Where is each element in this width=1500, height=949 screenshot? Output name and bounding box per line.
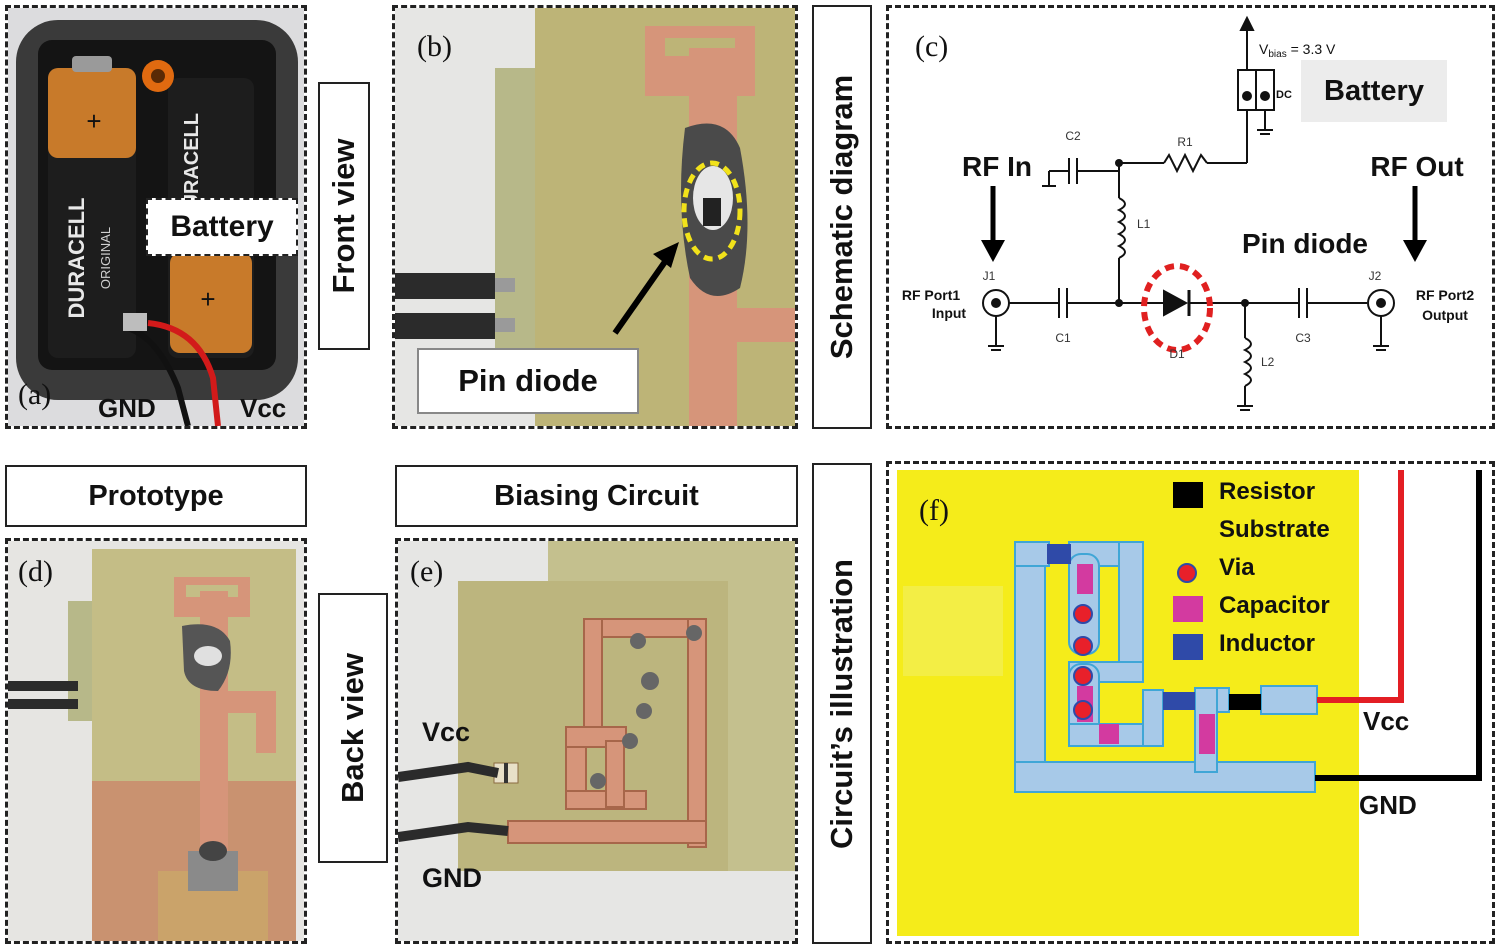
legend-resistor: Resistor (1219, 478, 1316, 505)
pin-diode-label-c: Pin diode (1242, 228, 1368, 259)
svg-text:RF Port2: RF Port2 (1416, 287, 1475, 303)
panel-e-tag: (e) (410, 555, 444, 588)
legend-substrate: Substrate (1219, 516, 1330, 543)
rf-in-label: RF In (962, 151, 1032, 182)
svg-text:DURACELL: DURACELL (181, 113, 203, 223)
label-back-view-text: Back view (335, 653, 370, 803)
panel-f-tag: (f) (919, 494, 949, 527)
vcc-label-e: Vcc (422, 717, 471, 747)
svg-text:+: + (200, 284, 215, 314)
battery-label-box: Battery (146, 198, 298, 256)
vcc-label-a: Vcc (240, 393, 287, 423)
svg-text:R1: R1 (1177, 135, 1193, 149)
battery-label-c: Battery (1324, 75, 1424, 107)
prototype-photo-graphic (8, 541, 304, 941)
pin-diode-label-box-b: Pin diode (417, 348, 639, 414)
panel-b-front-view-photo: Pin diode (b) (392, 5, 798, 429)
label-schematic: Schematic diagram (812, 5, 872, 429)
svg-text:DC: DC (1276, 89, 1292, 101)
svg-text:+: + (86, 106, 101, 136)
svg-text:C2: C2 (1065, 129, 1081, 143)
label-back-view: Back view (318, 593, 388, 863)
circuit-illustration-graphic (889, 464, 1492, 941)
panel-e-back-view-photo: Vcc GND (e) (395, 538, 798, 944)
svg-text:C1: C1 (1055, 331, 1071, 345)
panel-f-circuit-illustration: Resistor Substrate Via Capacitor Inducto… (886, 461, 1495, 944)
legend-capacitor: Capacitor (1219, 592, 1330, 619)
svg-text:RF Port1: RF Port1 (902, 287, 961, 303)
legend-inductor: Inductor (1219, 630, 1315, 657)
label-biasing-circuit: Biasing Circuit (395, 465, 798, 527)
label-front-view-text: Front view (326, 138, 361, 294)
svg-text:J1: J1 (983, 269, 996, 283)
label-schematic-text: Schematic diagram (824, 74, 859, 360)
panel-a-tag: (a) (18, 378, 52, 411)
svg-text:L1: L1 (1137, 217, 1151, 231)
battery-brand-text: DURACELL (64, 198, 89, 319)
gnd-label-f: GND (1359, 790, 1417, 820)
svg-text:L2: L2 (1261, 355, 1275, 369)
svg-text:Vbias = 3.3 V: Vbias = 3.3 V (1259, 41, 1336, 60)
label-circuit-illustration-text: Circuit’s illustration (824, 558, 859, 849)
back-view-photo-graphic (398, 541, 795, 941)
panel-c-tag: (c) (915, 30, 949, 63)
battery-model-text: ORIGINAL (98, 227, 113, 289)
svg-text:D1: D1 (1169, 347, 1185, 361)
schematic-graphic: Vbias = 3.3 V DC Battery RF In RF Out Pi… (902, 15, 1475, 411)
panel-d-prototype: (d) (5, 538, 307, 944)
panel-a-battery-photo: + DURACELL ORIGINAL + DURACELL Battery (… (5, 5, 307, 429)
label-front-view: Front view (318, 82, 370, 350)
vcc-label-f: Vcc (1363, 706, 1410, 736)
gnd-label-a: GND (98, 393, 156, 423)
svg-text:C3: C3 (1295, 331, 1311, 345)
rf-out-label: RF Out (1370, 151, 1463, 182)
panel-c-schematic: Vbias = 3.3 V DC Battery RF In RF Out Pi… (886, 5, 1495, 429)
panel-b-tag: (b) (417, 30, 452, 63)
svg-text:Input: Input (932, 305, 967, 321)
svg-text:Output: Output (1422, 307, 1468, 323)
panel-d-tag: (d) (18, 555, 53, 588)
gnd-label-e: GND (422, 863, 482, 893)
svg-text:J2: J2 (1369, 269, 1382, 283)
label-circuit-illustration: Circuit’s illustration (812, 463, 872, 944)
legend-via: Via (1219, 554, 1255, 581)
label-prototype: Prototype (5, 465, 307, 527)
